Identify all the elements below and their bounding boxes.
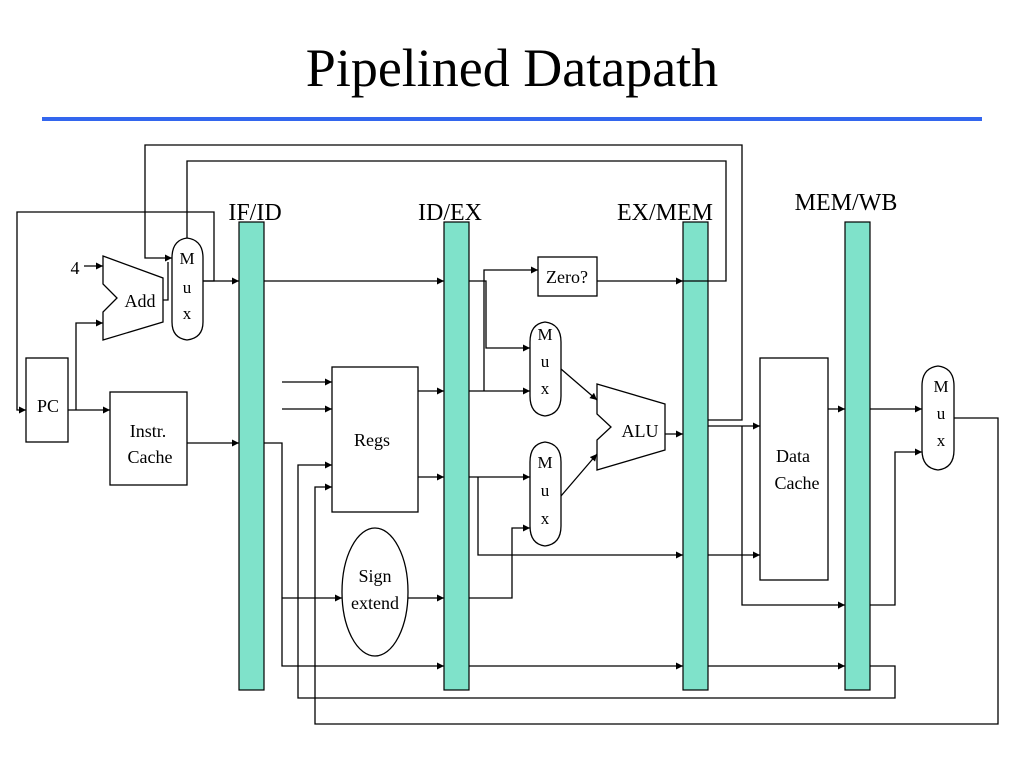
b-to-exmem-wire: [477, 477, 683, 559]
alu-label: ALU: [622, 421, 659, 441]
alu-result-to-memwb-wire: [741, 426, 845, 609]
pc-mux: [171, 237, 204, 341]
sign-extend-label-1: Sign: [358, 566, 391, 586]
imm-to-alu-mux-wire: [469, 524, 530, 599]
data-cache: [759, 357, 829, 581]
alu-top-mux-label-x: x: [541, 379, 550, 398]
instruction-bus-wire: [264, 442, 444, 670]
adder-label: Add: [125, 291, 156, 311]
ex-mem-label: EX/MEM: [617, 200, 713, 226]
zero-test-unit: [537, 256, 598, 297]
writeback-mux: [921, 365, 955, 471]
if-id-register: [238, 221, 265, 691]
slide-title: Pipelined Datapath: [305, 38, 719, 98]
constant-four: 4: [71, 258, 80, 278]
alu-bottom-mux-label-u: u: [541, 481, 550, 500]
branch-control-wire: [186, 160, 727, 282]
alu-top-mux-label-u: u: [541, 352, 550, 371]
wb-mux-label-m: M: [933, 377, 948, 396]
data-cache-label-2: Cache: [775, 473, 820, 493]
sign-extend-unit: [341, 527, 409, 657]
register-file: [331, 366, 419, 513]
id-ex-label: ID/EX: [418, 200, 482, 226]
wb-mux-label-x: x: [937, 431, 946, 450]
pc-label: PC: [37, 396, 59, 416]
alu-result-to-wbmux-wire: [870, 448, 922, 606]
branch-target-wire: [144, 144, 743, 421]
bottom-mux-to-alu-wire: [560, 453, 598, 497]
instr-cache-label-2: Cache: [128, 447, 173, 467]
pc-register: [25, 357, 69, 443]
write-register-wire: [297, 461, 896, 699]
instruction-cache: [109, 391, 188, 486]
pc-to-alu-mux-wire: [469, 280, 530, 352]
alu-bottom-mux-label-m: M: [537, 453, 552, 472]
pc-mux-label-x: x: [183, 304, 192, 323]
pc-mux-label-m: M: [179, 249, 194, 268]
adder-to-mux-wire: [163, 262, 169, 301]
top-mux-to-alu-wire: [560, 368, 598, 401]
alu-bottom-mux: [529, 441, 562, 547]
alu-top-mux-label-m: M: [537, 325, 552, 344]
mem-wb-label: MEM/WB: [795, 190, 898, 216]
alu: [596, 383, 666, 471]
ex-mem-register: [682, 221, 709, 691]
pc-to-adder-wire: [75, 319, 103, 410]
pc-adder: [102, 255, 164, 341]
instr-cache-label-1: Instr.: [130, 421, 167, 441]
regs-label: Regs: [354, 430, 390, 450]
title-rule: [42, 117, 982, 121]
a-to-zero-wire: [483, 266, 538, 391]
wb-mux-label-u: u: [937, 404, 946, 423]
data-cache-label-1: Data: [776, 446, 810, 466]
if-id-label: IF/ID: [228, 200, 281, 226]
alu-top-mux: [529, 321, 562, 417]
alu-bottom-mux-label-x: x: [541, 509, 550, 528]
datapath-wires: [16, 144, 999, 725]
pc-mux-label-u: u: [183, 278, 192, 297]
sign-extend-label-2: extend: [351, 593, 399, 613]
mem-wb-register: [844, 221, 871, 691]
write-data-wire: [314, 417, 999, 725]
zero-test-label: Zero?: [546, 267, 588, 287]
id-ex-register: [443, 221, 470, 691]
